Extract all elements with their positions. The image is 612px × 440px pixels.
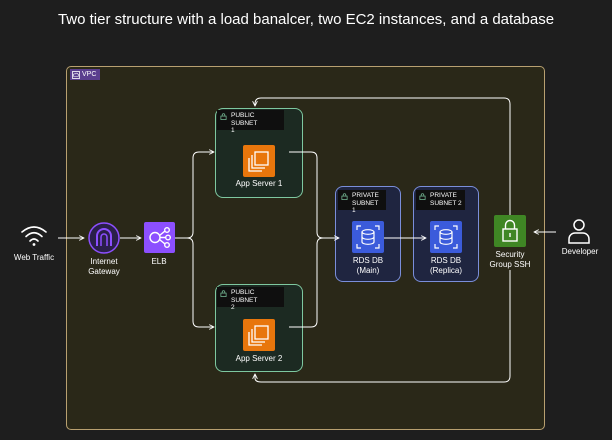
public-subnet-1-tag: PUBLIC SUBNET 1 — [217, 110, 284, 134]
lock-icon — [220, 290, 227, 297]
internet-gateway-label-line1: Internet — [90, 257, 118, 266]
lock-icon — [502, 219, 518, 242]
private-subnet-2-tag: PRIVATE SUBNET 2 — [416, 190, 465, 210]
app-server-2-tile — [243, 319, 275, 351]
lock-icon — [419, 193, 426, 200]
public-subnet-1-label-line2: 1 — [231, 127, 235, 134]
database-icon — [356, 225, 380, 249]
edge-elb-to-app2 — [175, 237, 214, 327]
app-server-1-tile — [243, 145, 275, 177]
load-balancer-icon — [149, 226, 172, 249]
database-icon — [434, 225, 458, 249]
edge-security-to-app2 — [255, 270, 511, 383]
lock-icon — [220, 113, 227, 120]
app-server-1-label: App Server 1 — [235, 179, 283, 188]
elb-label: ELB — [151, 257, 167, 266]
public-subnet-2-tag: PUBLIC SUBNET 2 — [217, 287, 284, 311]
private-subnet-2-label-line2: SUBNET 2 — [430, 199, 462, 207]
private-subnet-1-label-line2: SUBNET 1 — [352, 199, 379, 215]
security-group-label-line1: Security — [495, 250, 525, 259]
user-icon — [568, 219, 590, 244]
vpc-cloud-icon — [72, 70, 80, 79]
private-subnet-1-tag: PRIVATE SUBNET 1 — [338, 190, 386, 214]
edge-app1-to-rds — [289, 151, 339, 238]
rds-replica-label-line2: (Replica) — [429, 266, 462, 275]
wifi-icon — [21, 226, 47, 246]
web-traffic-label: Web Traffic — [13, 253, 55, 262]
internet-gateway-label-line2: Gateway — [88, 267, 120, 276]
public-subnet-2-label-line1: PUBLIC SUBNET — [231, 289, 258, 304]
internet-gateway-icon — [88, 222, 120, 254]
developer-label: Developer — [561, 247, 599, 256]
diagram-title: Two tier structure with a load banalcer,… — [57, 11, 555, 28]
edge-app2-to-rds — [289, 237, 324, 328]
ec2-icon — [248, 151, 269, 172]
lock-icon — [341, 193, 348, 200]
private-subnet-2-label-line1: PRIVATE — [430, 192, 457, 199]
app-server-2-label: App Server 2 — [235, 354, 283, 363]
public-subnet-1-label-line1: PUBLIC SUBNET — [231, 112, 258, 127]
edge-elb-to-app1 — [175, 152, 214, 239]
edge-security-to-app1 — [255, 97, 511, 215]
public-subnet-2-label-line2: 2 — [231, 304, 235, 311]
rds-replica-label-line1: RDS DB — [430, 256, 462, 265]
rds-main-label-line1: RDS DB — [352, 256, 384, 265]
vpc-tag: VPC — [70, 69, 101, 80]
private-subnet-1-label-line1: PRIVATE — [352, 192, 379, 199]
vpc-label: VPC — [82, 71, 97, 78]
rds-main-label-line2: (Main) — [356, 266, 380, 275]
ec2-icon — [248, 325, 269, 346]
security-group-label-line2: Group SSH — [489, 260, 531, 269]
